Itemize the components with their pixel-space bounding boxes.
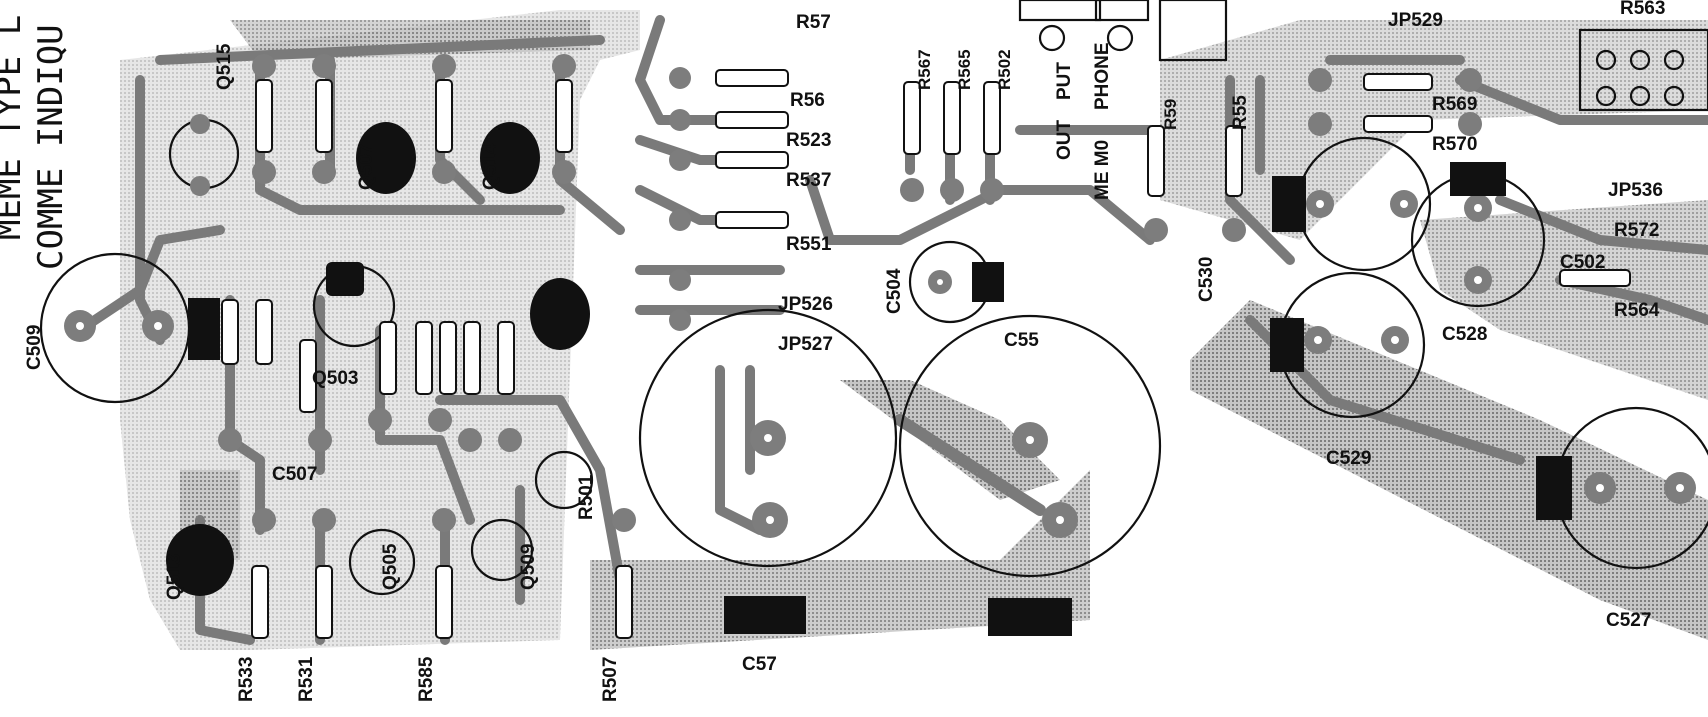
label-put: PUT (1054, 62, 1075, 100)
label-r531: R531 (296, 656, 317, 702)
label-r502: R502 (995, 49, 1014, 90)
label-q515: Q515 (214, 43, 235, 90)
transistor-q514 (480, 122, 540, 194)
transistor-q503 (312, 262, 396, 348)
transistor-q509 (470, 518, 534, 582)
label-c55: C55 (1004, 330, 1039, 351)
transistor-q505 (348, 528, 416, 596)
label-c529: C529 (1326, 448, 1371, 469)
capacitor-c504 (908, 240, 1004, 324)
capacitor-c527 (1536, 406, 1708, 570)
label-q505: Q505 (380, 543, 401, 590)
label-memo: ME M0 (1092, 140, 1113, 200)
capacitors (39, 136, 1708, 636)
label-c528: C528 (1442, 324, 1487, 345)
transistor-q515 (168, 114, 240, 196)
label-r507: R507 (600, 657, 621, 702)
transistor-q513 (166, 524, 234, 596)
label-r55: R55 (1230, 95, 1251, 130)
label-c527: C527 (1606, 610, 1651, 631)
capacitor-c509 (39, 252, 220, 404)
capacitor-upper-right (1272, 136, 1432, 272)
label-c507: C507 (272, 464, 317, 485)
connectors (1018, 0, 1708, 112)
label-r533: R533 (236, 657, 257, 702)
label-phone: PHONE (1092, 42, 1113, 110)
label-r56: R56 (790, 90, 825, 111)
capacitor-c529 (1270, 271, 1426, 419)
label-r537: R537 (786, 170, 831, 191)
label-c509: C509 (24, 325, 45, 370)
label-c504: C504 (884, 268, 905, 314)
transistor-q507 (356, 122, 416, 194)
label-r572: R572 (1614, 220, 1659, 241)
label-c57: C57 (742, 654, 777, 675)
label-q503: Q503 (312, 368, 358, 389)
label-q501: R501 (576, 474, 597, 520)
label-r564: R564 (1614, 300, 1660, 321)
text-labels: MEME TYPE L COMME INDIQU C509 Q515 Q507 … (0, 0, 1665, 702)
capacitor-c55 (898, 314, 1162, 636)
label-jp529: JP529 (1388, 10, 1443, 31)
label-out: OUT (1054, 120, 1075, 161)
label-q513: Q513 (164, 554, 185, 600)
label-r565: R565 (955, 49, 974, 90)
label-jp526: JP526 (778, 294, 833, 315)
label-q507: Q507 (356, 144, 377, 190)
label-r585: R585 (416, 656, 437, 702)
header-line-1: MEME TYPE L (0, 15, 29, 240)
label-r567: R567 (915, 49, 934, 90)
transistors (166, 114, 594, 596)
label-r57: R57 (796, 12, 831, 33)
label-c502: C502 (1560, 252, 1605, 273)
label-r551: R551 (786, 234, 832, 255)
transistor-q501 (534, 450, 594, 510)
label-jp527: JP527 (778, 334, 833, 355)
label-r59: R59 (1161, 99, 1180, 130)
label-jp536: JP536 (1608, 180, 1663, 201)
label-r569: R569 (1432, 94, 1477, 115)
label-r523: R523 (786, 130, 831, 151)
label-r563: R563 (1620, 0, 1665, 19)
capacitor-c528 (1410, 162, 1546, 308)
label-c530: C530 (1196, 257, 1217, 302)
label-q514: Q514 (480, 143, 501, 190)
label-q509: Q509 (518, 544, 539, 590)
transistor-q523 (530, 278, 590, 350)
pads (218, 54, 1482, 532)
header-line-2: COMME INDIQU (31, 24, 71, 270)
label-r570: R570 (1432, 134, 1477, 155)
capacitor-c57 (638, 308, 898, 634)
resistors (221, 69, 1631, 639)
